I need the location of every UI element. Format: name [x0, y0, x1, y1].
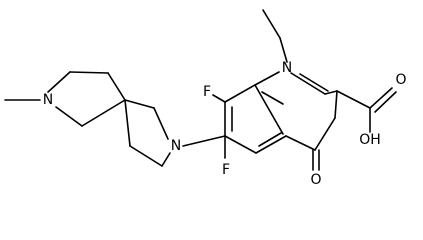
bond-c8-f — [212, 94, 226, 103]
atom-o-carbonyl: O — [395, 72, 406, 88]
bond-ch2f-spiro — [81, 99, 126, 127]
bond-ch2c-nspiro — [161, 152, 171, 167]
bond-c3-c3ext — [324, 90, 338, 95]
atom-n-spiro: N — [171, 138, 181, 154]
atom-n-methyl: N — [43, 92, 53, 108]
atom-n-ring: N — [282, 60, 292, 76]
bond-ch2d-ch2e — [69, 71, 109, 74]
bond-ch2a-spiro — [124, 99, 155, 109]
bond-ch2e-nmethyl — [47, 71, 71, 93]
bond-c8a-c8 — [224, 84, 256, 103]
atom-o-hydroxyl: OH — [359, 132, 381, 148]
bond-n1-c2 — [290, 72, 326, 95]
molecule-drawing: F F N N N O OH O — [4, 9, 407, 188]
bond-c3-cooh — [336, 90, 371, 109]
atom-label-layer: F F N N N O OH O — [43, 60, 407, 188]
bond-ethyl-ch2 — [279, 37, 288, 63]
bond-cooh-co-a — [369, 87, 393, 109]
bond-n1-c8a — [254, 71, 280, 86]
bond-spiro-ch2d — [107, 72, 126, 101]
bond-c7-c6 — [224, 135, 257, 154]
bond-c5-c4a — [285, 135, 316, 151]
atom-f-bottom: F — [222, 162, 230, 178]
atom-f-top: F — [203, 84, 211, 100]
bond-ethyl-ch3 — [262, 9, 281, 39]
bond-c3-c4 — [334, 90, 338, 119]
bond-benz-inner-3 — [261, 91, 284, 105]
bond-benz-inner-2 — [258, 132, 282, 147]
bond-spiro-ch2b — [124, 99, 131, 147]
bond-layer — [4, 9, 397, 171]
bond-c4a-c8a — [254, 84, 284, 135]
bond-c2-c3-inner — [299, 73, 329, 92]
bond-c4-c4a — [314, 117, 336, 151]
bond-ch2b-ch2c — [129, 145, 163, 167]
bond-nmethyl-ch2f — [55, 106, 83, 127]
atom-o-keto: O — [310, 172, 321, 188]
bond-cooh-co-b — [374, 91, 397, 113]
structure-canvas: F F N N N O OH O — [4, 9, 407, 188]
bond-c6-c5 — [255, 135, 287, 154]
bond-nspiro-ch2a — [153, 107, 169, 140]
bond-c7-nspiro — [182, 135, 226, 147]
